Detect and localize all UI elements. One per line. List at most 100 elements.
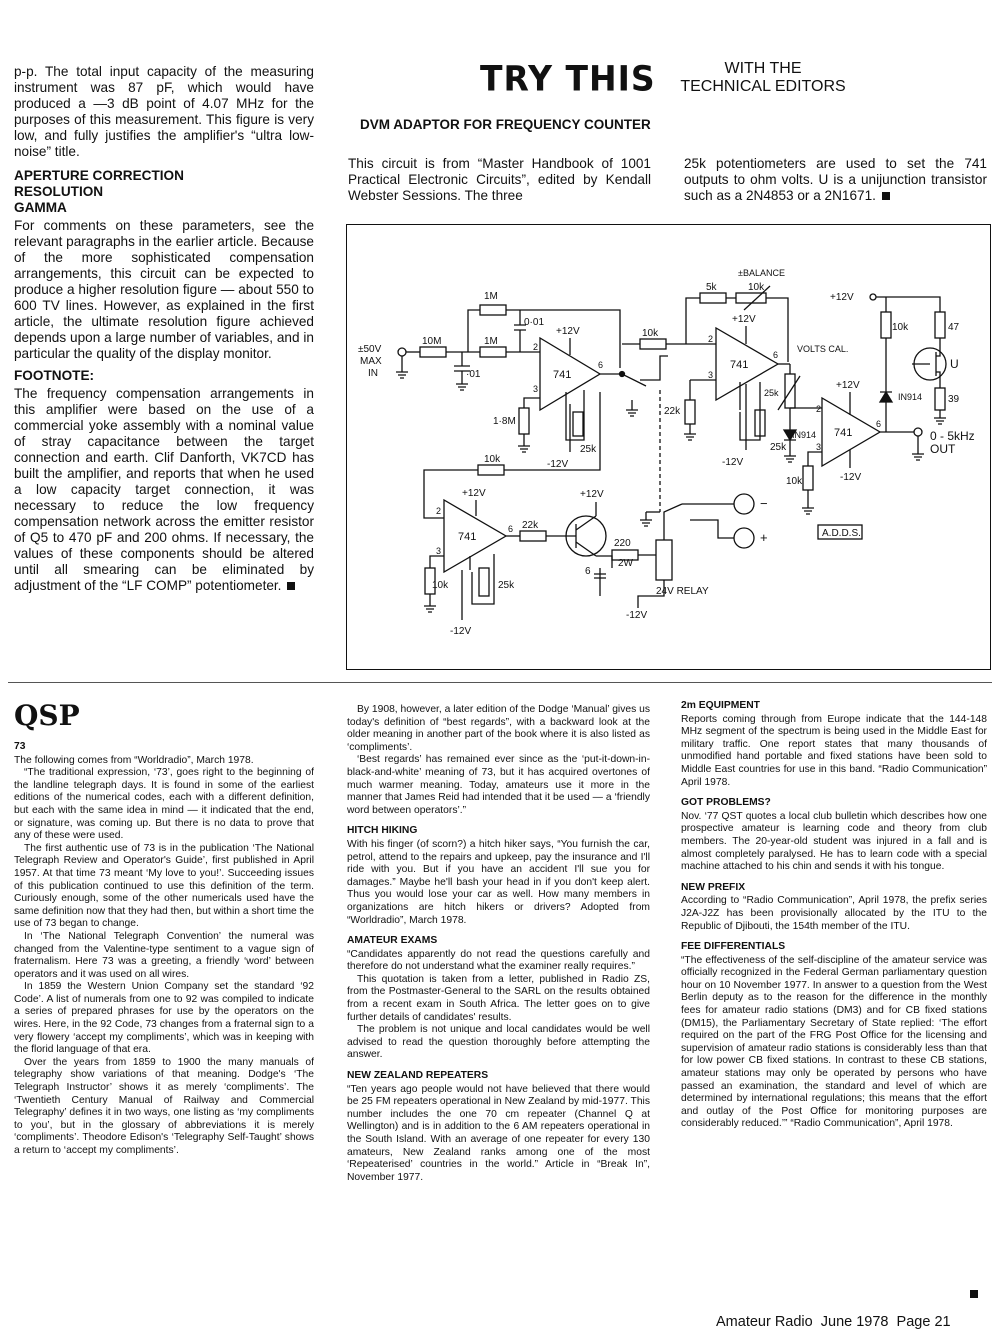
op3-plus12v: +12V xyxy=(462,488,486,499)
subtitle-line-2: TECHNICAL EDITORS xyxy=(680,78,846,95)
qsp-title: QSP xyxy=(14,699,80,732)
op1-plus12v: +12V xyxy=(556,326,580,337)
qsp-section-heading: FEE DIFFERENTIALS xyxy=(681,941,786,953)
qsp-section-heading: NEW ZEALAND REPEATERS xyxy=(347,1070,489,1082)
ujt-label: U xyxy=(950,357,959,371)
label-cap-6: 6 xyxy=(585,566,591,577)
op4-pin3: 3 xyxy=(816,442,821,452)
heading-gamma: GAMMA xyxy=(14,200,67,215)
output-terminal-icon xyxy=(912,426,923,437)
subtitle-line-1: WITH THE xyxy=(724,60,802,77)
op-amp-4-icon xyxy=(820,396,881,467)
label-47: 47 xyxy=(948,322,960,333)
qsp-column-2: By 1908, however, a later edition of the… xyxy=(347,704,650,1184)
label-1M-top: 1M xyxy=(484,291,498,302)
resistor-22k-1-icon xyxy=(683,398,696,425)
label-39: 39 xyxy=(948,394,960,405)
adds-label: A.D.D.S. xyxy=(822,528,861,539)
diode-1-label: IN914 xyxy=(792,430,816,440)
terminal-plus-label: + xyxy=(760,530,768,545)
op2-pin6: 6 xyxy=(773,350,778,360)
qsp-paragraph: ‘Best regards’ has remained ever since a… xyxy=(347,754,650,816)
relay-coil-icon xyxy=(654,538,673,581)
op4-pin2: 2 xyxy=(816,404,821,414)
article-text-right: 25k potentiometers are used to set the 7… xyxy=(684,156,987,204)
qsp-paragraph: Reports coming through from Europe indic… xyxy=(681,713,987,788)
output-label-2: OUT xyxy=(930,442,956,456)
supply-terminal-icon xyxy=(868,292,877,301)
op2-plus12v: +12V xyxy=(732,314,756,325)
qsp-paragraph: “Ten years ago people would not have bel… xyxy=(347,1083,650,1183)
qsp-paragraph: The following comes from “Worldradio”, M… xyxy=(14,754,254,766)
resistor-22k-2-icon xyxy=(518,529,547,542)
resistor-47-icon xyxy=(933,310,946,339)
junction-icon xyxy=(618,370,625,377)
section-divider xyxy=(8,682,992,683)
resistor-1M-top-icon xyxy=(478,303,507,316)
balance-label: ±BALANCE xyxy=(738,268,785,278)
resistor-10k-1-icon xyxy=(638,337,667,350)
qsp-paragraph: Nov. ‘77 QST quotes a local club bulleti… xyxy=(681,810,987,873)
ujt-plus12v: +12V xyxy=(830,292,854,303)
terminal-plus-icon xyxy=(732,526,755,549)
volts-cal-25k: 25k xyxy=(764,388,779,398)
end-mark-icon xyxy=(970,1290,978,1298)
try-this-title: TRY THIS xyxy=(480,58,656,99)
qsp-paragraph: By 1908, however, a later edition of the… xyxy=(347,704,650,753)
end-mark-icon xyxy=(881,192,890,200)
label-10k-balance: 10k xyxy=(748,282,765,293)
article-heading: DVM ADAPTOR FOR FREQUENCY COUNTER xyxy=(360,117,651,132)
terminal-minus-label: − xyxy=(760,496,768,511)
qsp-paragraph: “The effectiveness of the self-disciplin… xyxy=(681,954,987,1130)
op-amp-2-icon xyxy=(714,326,779,401)
op1-pin2: 2 xyxy=(533,342,538,352)
qsp-section-heading: AMATEUR EXAMS xyxy=(347,935,438,947)
qsp-section-heading: NEW PREFIX xyxy=(681,881,746,893)
pot-25k-3-icon xyxy=(477,566,490,597)
capacitor-01-icon xyxy=(453,351,470,391)
op4-plus12v: +12V xyxy=(836,380,860,391)
op-amp-1-icon xyxy=(538,336,601,411)
diode-2-icon xyxy=(878,390,893,403)
qsp-section-heading: 73 xyxy=(14,741,26,752)
label-10k-op3: 10k xyxy=(432,580,449,591)
qsp-paragraph: With his finger (of scorn?) a hitch hike… xyxy=(347,838,650,926)
op4-pin6: 6 xyxy=(876,419,881,429)
resistor-10k-4-icon xyxy=(801,464,814,491)
qsp-paragraph: In 1859 the Western Union Company set th… xyxy=(14,981,314,1056)
op3-minus12v: -12V xyxy=(450,626,471,637)
label-22k-1: 22k xyxy=(664,406,681,417)
qsp-paragraph: Over the years from 1859 to 1900 the man… xyxy=(14,1056,314,1156)
input-label-3: IN xyxy=(368,368,378,379)
output-label-1: 0 - 5kHz xyxy=(930,429,975,443)
input-label-1: ±50V xyxy=(358,344,382,355)
intro-paragraph: p-p. The total input capacity of the mea… xyxy=(14,64,314,159)
label-10k-ujt: 10k xyxy=(892,322,909,333)
op2-pin3: 3 xyxy=(708,370,713,380)
op2-label: 741 xyxy=(730,359,748,371)
pot-25k-1-icon xyxy=(571,410,584,437)
op2-minus12v: -12V xyxy=(722,457,743,468)
resistor-18M-icon xyxy=(517,406,530,435)
label-2w: 2W xyxy=(618,558,634,569)
op1-25k: 25k xyxy=(580,444,597,455)
qsp-paragraph: “Candidates apparently do not read the q… xyxy=(347,948,650,973)
op1-pin6: 6 xyxy=(598,360,603,370)
label-10k-3: 10k xyxy=(484,454,501,465)
adds-box xyxy=(816,523,863,540)
terminal-minus-icon xyxy=(732,492,755,515)
label-10k-1: 10k xyxy=(642,328,659,339)
resistor-5k-icon xyxy=(698,291,727,304)
article-text-left: This circuit is from “Master Handbook of… xyxy=(348,156,651,203)
tr-plus12v: +12V xyxy=(580,489,604,500)
resistor-1M-mid-icon xyxy=(478,345,507,358)
heading-footnote: FOOTNOTE: xyxy=(14,368,95,383)
op4-label: 741 xyxy=(834,427,852,439)
label-220: 220 xyxy=(614,538,631,549)
op3-label: 741 xyxy=(458,531,476,543)
op2-25k: 25k xyxy=(770,442,787,453)
qsp-section-heading: HITCH HIKING xyxy=(347,825,418,837)
pot-25k-2-icon xyxy=(753,408,766,437)
relay-minus12v: -12V xyxy=(626,610,647,621)
